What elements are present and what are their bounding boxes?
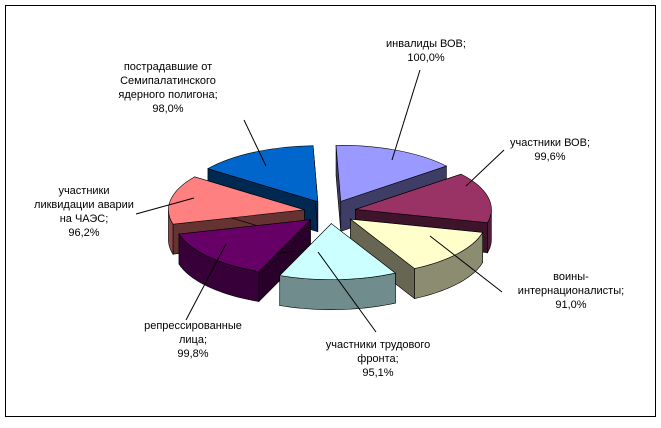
slice-top — [178, 219, 312, 272]
slice-label: участники трудового фронта; 95,1% — [326, 339, 431, 379]
slice-label: пострадавшие от Семипалатинского ядерного … — [118, 61, 217, 115]
slice-label-line: 98,0% — [152, 103, 183, 115]
slice-top — [335, 145, 448, 202]
slice-label-line: ядерного полигона; — [118, 89, 217, 101]
slice-top — [168, 176, 305, 225]
slice-label-line: участники ВОВ; — [510, 137, 590, 149]
slice-label-line: лица; — [179, 334, 207, 346]
slice-label: репрессированные лица; 99,8% — [144, 320, 242, 360]
slice-label: участники ВОВ; 99,6% — [510, 137, 590, 163]
slice-top — [207, 145, 319, 203]
slice-label-line: интернационалисты; — [518, 285, 624, 297]
slice-label: участники ликвидации аварии на ЧАЭС; 96,2% — [34, 185, 134, 239]
slice-label-line: 99,6% — [534, 151, 565, 163]
leader-line — [465, 149, 505, 187]
slice-label: инвалиды ВОВ; 100,0% — [386, 38, 466, 64]
pie-slice — [178, 218, 312, 303]
slice-label-line: репрессированные — [144, 320, 242, 332]
slice-label-line: Семипалатинского — [120, 75, 216, 87]
slice-label-line: воины- — [553, 271, 589, 283]
slice-label-line: 91,0% — [555, 299, 586, 311]
slice-label-line: участники — [58, 185, 109, 197]
leader-line — [317, 251, 377, 333]
leader-line — [135, 197, 195, 215]
slice-label-line: 99,8% — [177, 348, 208, 360]
slice-label-line: инвалиды ВОВ; — [386, 38, 466, 50]
pie-slice — [279, 222, 397, 310]
slice-top — [349, 218, 484, 269]
leader-line — [185, 243, 227, 321]
slice-label-line: пострадавшие от — [124, 61, 212, 73]
slice-label-line: 95,1% — [362, 367, 393, 379]
slice-label-line: участники трудового — [326, 339, 431, 351]
slice-label-line: фронта; — [357, 353, 398, 365]
slice-label-line: 96,2% — [68, 227, 99, 239]
leader-lines — [135, 69, 505, 333]
data-labels: инвалиды ВОВ; 100,0% участники ВОВ; 99,6% во… — [34, 38, 624, 379]
slices-layer — [168, 145, 492, 310]
leader-line — [243, 119, 267, 167]
leader-line — [429, 235, 503, 293]
slice-label-line: ликвидации аварии — [34, 199, 134, 211]
leader-line — [391, 69, 421, 161]
slice-label-line: 100,0% — [407, 52, 445, 64]
slice-label: воины-интернационалисты; 91,0% — [518, 271, 624, 311]
slice-label-line: на ЧАЭС; — [60, 213, 109, 225]
chart-border — [5, 5, 656, 417]
slice-top — [355, 173, 492, 224]
